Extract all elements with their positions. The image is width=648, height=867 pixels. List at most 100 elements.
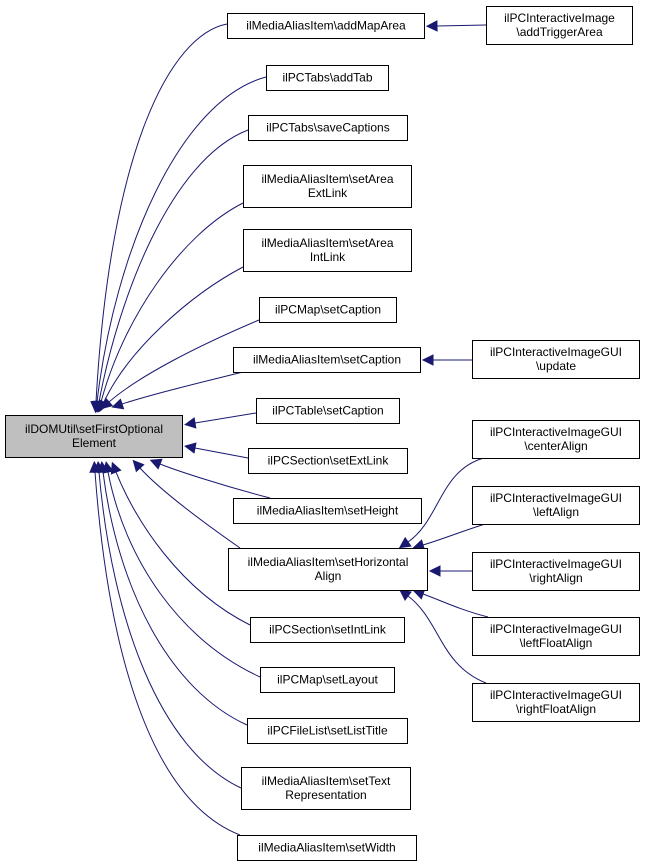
node-label: \leftAlign bbox=[533, 505, 579, 519]
edge-addMapArea-to-root bbox=[95, 23, 228, 403]
arrowhead-icon bbox=[149, 458, 163, 470]
edge-leftFloatAlign-to-setHorizontalAlign bbox=[422, 593, 489, 618]
edge-sectionSetIntLink-to-root bbox=[115, 471, 251, 626]
arrowhead-icon bbox=[132, 459, 145, 473]
node-box[interactable] bbox=[248, 448, 408, 474]
edge-aliasSetCaption-to-root bbox=[121, 371, 244, 405]
node-box[interactable] bbox=[247, 718, 408, 744]
node-box[interactable] bbox=[472, 683, 640, 722]
node-box[interactable] bbox=[250, 617, 405, 643]
node-box[interactable] bbox=[472, 420, 640, 459]
node-label: ilMediaAliasItem\setWidth bbox=[258, 841, 395, 855]
edge-mapSetCaption-to-root bbox=[108, 319, 260, 403]
node-label: ilMediaAliasItem\setHeight bbox=[257, 504, 399, 518]
node-box[interactable] bbox=[243, 165, 412, 208]
edge-addTriggerArea-to-addMapArea bbox=[436, 24, 487, 27]
node-box[interactable] bbox=[241, 767, 411, 810]
node-setLayout[interactable]: ilPCMap\setLayout bbox=[260, 667, 395, 693]
node-label: \rightFloatAlign bbox=[516, 702, 596, 716]
edge-centerAlign-to-setHorizontalAlign bbox=[407, 457, 485, 543]
node-label: ilPCInteractiveImage bbox=[504, 11, 615, 25]
edges-layer bbox=[89, 20, 489, 836]
node-label: ExtLink bbox=[308, 186, 348, 200]
node-label: IntLink bbox=[310, 250, 346, 264]
node-centerAlign[interactable]: ilPCInteractiveImageGUI\centerAlign bbox=[472, 420, 640, 459]
node-sectionSetExtLink[interactable]: ilPCSection\setExtLink bbox=[248, 448, 408, 474]
node-rightAlign[interactable]: ilPCInteractiveImageGUI\rightAlign bbox=[472, 552, 640, 591]
node-label: ilMediaAliasItem\setArea bbox=[261, 172, 393, 186]
node-box[interactable] bbox=[486, 6, 633, 45]
node-box[interactable] bbox=[227, 13, 425, 39]
node-box[interactable] bbox=[472, 486, 640, 525]
node-label: ilMediaAliasItem\addMapArea bbox=[246, 19, 406, 33]
node-mapSetCaption[interactable]: ilPCMap\setCaption bbox=[259, 297, 397, 323]
edge-setAreaExtLink-to-root bbox=[100, 202, 244, 403]
node-box[interactable] bbox=[237, 835, 417, 861]
edge-setLayout-to-root bbox=[107, 471, 261, 678]
node-addTriggerArea[interactable]: ilPCInteractiveImage\addTriggerArea bbox=[486, 6, 633, 45]
node-setHeight[interactable]: ilMediaAliasItem\setHeight bbox=[233, 498, 422, 524]
node-label: ilPCTable\setCaption bbox=[272, 404, 383, 418]
node-sectionSetIntLink[interactable]: ilPCSection\setIntLink bbox=[250, 617, 405, 643]
edge-tableSetCaption-to-root bbox=[194, 412, 257, 424]
node-box[interactable] bbox=[260, 667, 395, 693]
node-aliasSetCaption[interactable]: ilMediaAliasItem\setCaption bbox=[233, 347, 421, 373]
node-box[interactable] bbox=[5, 415, 183, 458]
node-addTab[interactable]: ilPCTabs\addTab bbox=[266, 65, 389, 91]
node-box[interactable] bbox=[233, 347, 421, 373]
node-addMapArea[interactable]: ilMediaAliasItem\addMapArea bbox=[227, 13, 425, 39]
edge-setListTitle-to-root bbox=[102, 471, 248, 726]
node-setListTitle[interactable]: ilPCFileList\setListTitle bbox=[247, 718, 408, 744]
node-label: Representation bbox=[285, 788, 366, 802]
node-label: \leftFloatAlign bbox=[520, 636, 593, 650]
arrowhead-icon bbox=[399, 589, 412, 601]
edge-setHorizontalAlign-to-root bbox=[139, 467, 241, 549]
node-label: ilPCMap\setCaption bbox=[275, 303, 381, 317]
arrowhead-icon bbox=[100, 397, 114, 410]
edge-setTextRepresentation-to-root bbox=[98, 471, 242, 789]
edge-rightFloatAlign-to-setHorizontalAlign bbox=[407, 595, 487, 684]
node-setWidth[interactable]: ilMediaAliasItem\setWidth bbox=[237, 835, 417, 861]
edge-setAreaIntLink-to-root bbox=[103, 266, 244, 403]
node-label: ilMediaAliasItem\setText bbox=[262, 774, 391, 788]
arrowhead-icon bbox=[425, 20, 438, 32]
node-rightFloatAlign[interactable]: ilPCInteractiveImageGUI\rightFloatAlign bbox=[472, 683, 640, 722]
node-guiUpdate[interactable]: ilPCInteractiveImageGUI\update bbox=[472, 340, 640, 379]
node-label: ilPCTabs\addTab bbox=[282, 71, 372, 85]
node-label: ilPCInteractiveImageGUI bbox=[490, 557, 622, 571]
node-leftAlign[interactable]: ilPCInteractiveImageGUI\leftAlign bbox=[472, 486, 640, 525]
node-label: \update bbox=[536, 359, 576, 373]
node-box[interactable] bbox=[243, 229, 412, 272]
node-box[interactable] bbox=[266, 65, 389, 91]
arrowhead-icon bbox=[89, 460, 101, 473]
node-label: \centerAlign bbox=[524, 439, 587, 453]
node-label: \addTriggerArea bbox=[516, 25, 603, 39]
arrowhead-icon bbox=[184, 417, 197, 429]
node-label: Element bbox=[72, 436, 117, 450]
node-box[interactable] bbox=[248, 115, 408, 141]
node-label: ilPCFileList\setListTitle bbox=[267, 724, 388, 738]
node-box[interactable] bbox=[256, 398, 400, 424]
edge-sectionSetExtLink-to-root bbox=[194, 447, 249, 459]
node-label: ilPCSection\setIntLink bbox=[269, 623, 387, 637]
node-box[interactable] bbox=[259, 297, 397, 323]
node-label: ilPCInteractiveImageGUI bbox=[490, 622, 622, 636]
node-box[interactable] bbox=[228, 548, 428, 591]
node-tableSetCaption[interactable]: ilPCTable\setCaption bbox=[256, 398, 400, 424]
node-label: ilPCInteractiveImageGUI bbox=[490, 688, 622, 702]
node-label: ilPCInteractiveImageGUI bbox=[490, 425, 622, 439]
node-label: ilDOMUtil\setFirstOptional bbox=[25, 422, 163, 436]
node-box[interactable] bbox=[233, 498, 422, 524]
node-label: ilPCInteractiveImageGUI bbox=[490, 345, 622, 359]
node-leftFloatAlign[interactable]: ilPCInteractiveImageGUI\leftFloatAlign bbox=[472, 617, 640, 656]
node-box[interactable] bbox=[472, 340, 640, 379]
node-box[interactable] bbox=[472, 552, 640, 591]
node-saveCaptions[interactable]: ilPCTabs\saveCaptions bbox=[248, 115, 408, 141]
node-box[interactable] bbox=[472, 617, 640, 656]
